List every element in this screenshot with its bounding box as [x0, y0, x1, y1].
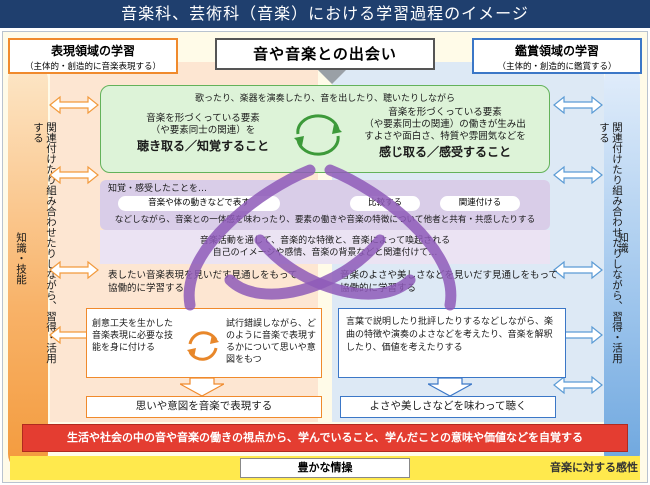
- perception-right-l3: すよさや面白さ、特質や雰囲気などを: [364, 131, 526, 142]
- appreciation-header: 鑑賞領域の学習 （主体的・創造的に鑑賞する）: [472, 38, 642, 74]
- perception-right-l1: 音楽を形づくっている要素: [388, 107, 502, 118]
- association-l2: 自己のイメージや感情、音楽の背景などと関連付けて…: [212, 248, 438, 258]
- sentiment-box: 豊かな情操: [240, 458, 410, 478]
- appreciation-down-arrow: [428, 378, 472, 396]
- encounter-title: 音や音楽との出会い: [215, 38, 435, 70]
- expression-skill-text: 創意工夫を生かした音楽表現に必要な技能を身に付ける: [92, 319, 174, 353]
- expression-result-box: 思いや意図を音楽で表現する: [86, 396, 322, 418]
- perception-box: [100, 85, 550, 173]
- left-double-arrows: [49, 95, 99, 345]
- expression-cycle-icon: [187, 331, 219, 361]
- pill-relate: 関連付ける: [440, 196, 520, 211]
- expression-down-arrow: [180, 378, 224, 396]
- association-box: [100, 230, 550, 264]
- expression-header-title: 表現領域の学習: [50, 44, 135, 58]
- sharing-head: 知覚・感受したことを…: [108, 184, 208, 194]
- perception-left-strong: 聴き取る／知覚すること: [136, 139, 269, 153]
- perception-left-l1: 音楽を形づくっている要素: [146, 113, 260, 124]
- sharing-line: などしながら、音楽との一体感を味わったり、要素の働きや音楽の特徴について他者と共…: [114, 215, 536, 225]
- association-l1: 音楽活動を通して、音楽的な特徴と、音楽によって喚起される: [199, 236, 451, 246]
- appreciation-process-text: 言葉で説明したり批評したりするなどしながら、楽曲の特徴や演奏のよさなどを考えたり…: [346, 317, 554, 353]
- encounter-down-arrow: [318, 70, 346, 84]
- right-band-short-text: 知識: [617, 232, 629, 253]
- left-band-long-text: 関連付けたり組み合わせたりしながら、習得・活用する: [32, 122, 57, 364]
- perception-top-text: 歌ったり、楽器を演奏したり、音を出したり、聴いたりしながら: [195, 94, 455, 104]
- right-band-long-text: 関連付けたり組み合わせたりしながら、習得・活用する: [598, 122, 623, 364]
- appreciation-header-title: 鑑賞領域の学習: [514, 44, 599, 58]
- expression-mid-l1: 表したい音楽表現を見いだす見通しをもって: [108, 270, 298, 281]
- perception-right-strong: 感じ取る／感受すること: [378, 145, 511, 159]
- appreciation-header-sub: （主体的・創造的に鑑賞する）: [497, 62, 617, 72]
- left-knowledge-band: [8, 62, 48, 472]
- perception-cycle-icon: [294, 114, 342, 156]
- perception-left-l2: （や要素同士の関連）を: [150, 125, 256, 136]
- perception-right-l2: （や要素同士の関連）の働きが生み出: [364, 119, 526, 130]
- expression-process-box: [86, 308, 322, 378]
- right-knowledge-band: [604, 62, 640, 472]
- expression-header: 表現領域の学習 （主体的・創造的に音楽表現する）: [8, 38, 178, 74]
- left-band-short-text: 知識・技能: [15, 232, 27, 285]
- learning-loop-arrows: [183, 164, 457, 311]
- sensibility-label: 音楽に対する感性: [550, 461, 638, 474]
- expression-mid-l2: 協働的に学習する: [108, 283, 185, 294]
- expression-intent-text: 試行錯誤しながら、どのように音楽で表現するかについて思いや意図をもつ: [226, 319, 317, 365]
- awareness-bar: 生活や社会の中の音や音楽の働きの視点から、学んでいること、学んだことの意味や価値…: [22, 424, 628, 452]
- expression-header-sub: （主体的・創造的に音楽表現する）: [24, 62, 161, 72]
- appreciation-result-box: よさや美しさなどを味わって聴く: [340, 396, 556, 418]
- page-title: 音楽科、芸術科（音楽）における学習過程のイメージ: [0, 0, 650, 28]
